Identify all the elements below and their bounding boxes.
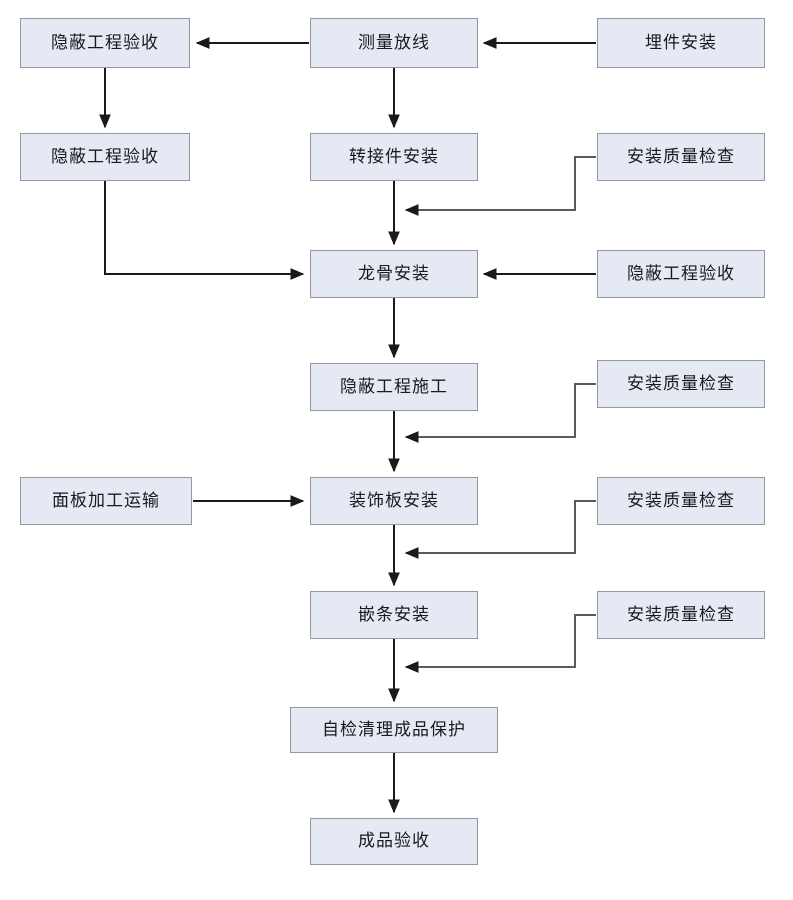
node-label: 埋件安装 (645, 32, 717, 53)
node-label: 嵌条安装 (358, 604, 430, 625)
node-hidden-work-acceptance-1[interactable]: 隐蔽工程验收 (20, 18, 190, 68)
node-final-product-acceptance[interactable]: 成品验收 (310, 818, 478, 865)
node-label: 转接件安装 (349, 146, 439, 167)
node-label: 自检清理成品保护 (322, 719, 466, 740)
node-label: 安装质量检查 (627, 490, 735, 511)
node-label: 隐蔽工程验收 (51, 32, 159, 53)
node-label: 隐蔽工程验收 (627, 263, 735, 284)
node-quality-check-2[interactable]: 安装质量检查 (597, 360, 765, 408)
node-quality-check-4[interactable]: 安装质量检查 (597, 591, 765, 639)
node-quality-check-1[interactable]: 安装质量检查 (597, 133, 765, 181)
node-hidden-work-construction[interactable]: 隐蔽工程施工 (310, 363, 478, 411)
node-hidden-work-acceptance-2[interactable]: 隐蔽工程验收 (20, 133, 190, 181)
node-adapter-install[interactable]: 转接件安装 (310, 133, 478, 181)
node-label: 龙骨安装 (358, 263, 430, 284)
node-embedded-part-install[interactable]: 埋件安装 (597, 18, 765, 68)
node-label: 成品验收 (358, 831, 430, 851)
node-decorative-panel-install[interactable]: 装饰板安装 (310, 477, 478, 525)
node-label: 安装质量检查 (627, 373, 735, 394)
node-label: 测量放线 (358, 32, 430, 53)
node-self-inspection-cleanup-protection[interactable]: 自检清理成品保护 (290, 707, 498, 753)
node-keel-install[interactable]: 龙骨安装 (310, 250, 478, 298)
node-panel-fabrication-transport[interactable]: 面板加工运输 (20, 477, 192, 525)
node-label: 隐蔽工程验收 (51, 146, 159, 167)
node-quality-check-3[interactable]: 安装质量检查 (597, 477, 765, 525)
node-trim-strip-install[interactable]: 嵌条安装 (310, 591, 478, 639)
node-label: 安装质量检查 (627, 146, 735, 167)
node-hidden-work-acceptance-3[interactable]: 隐蔽工程验收 (597, 250, 765, 298)
node-label: 面板加工运输 (52, 490, 160, 511)
node-label: 隐蔽工程施工 (340, 376, 448, 397)
node-label: 装饰板安装 (349, 490, 439, 511)
node-label: 安装质量检查 (627, 604, 735, 625)
node-survey-setting-out[interactable]: 测量放线 (310, 18, 478, 68)
edge-n4-elbow (104, 181, 305, 280)
